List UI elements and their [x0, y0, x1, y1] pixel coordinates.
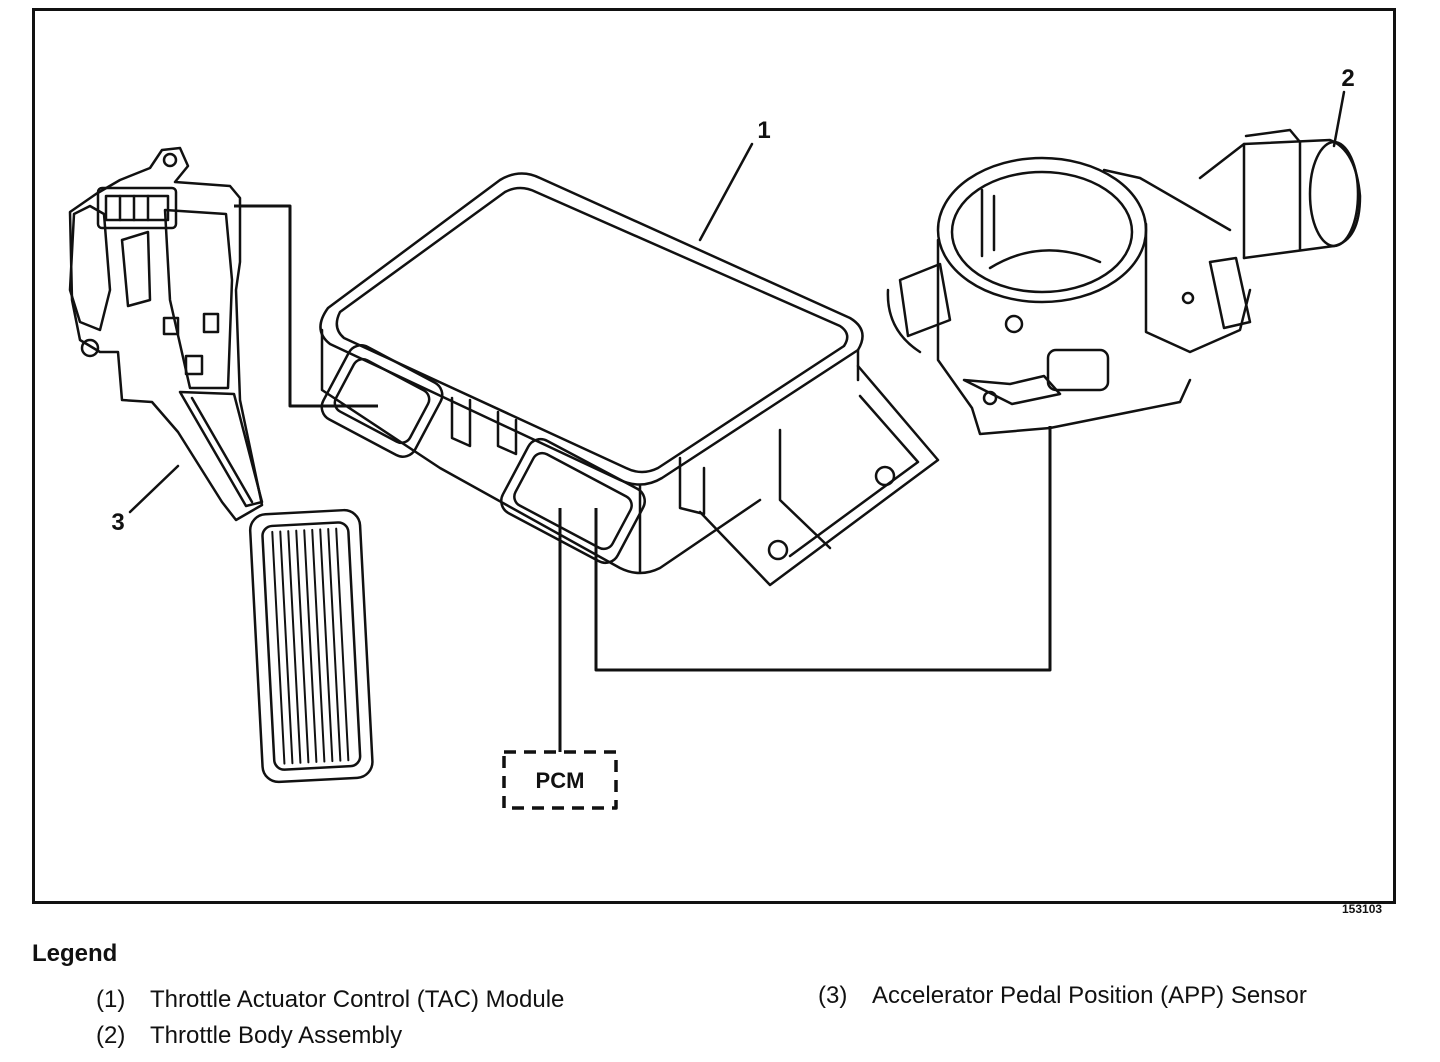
pedal-pad [248, 508, 374, 784]
callout-3: 3 [111, 509, 124, 536]
callout-2: 2 [1341, 65, 1354, 92]
legend-item-text: Throttle Body Assembly [150, 1022, 403, 1049]
module-connector-left [320, 344, 444, 458]
wire-module-to-throttle-body [594, 426, 1052, 672]
tac-module-illustration [319, 172, 940, 587]
diagram-frame [32, 8, 1396, 904]
callout-1: 1 [757, 117, 770, 144]
legend-item-3: (3) Accelerator Pedal Position (APP) Sens… [818, 982, 1307, 1010]
legend-item-text: Throttle Actuator Control (TAC) Module [150, 986, 565, 1013]
accelerator-pedal-illustration [68, 146, 374, 784]
leader-2 [1332, 90, 1346, 148]
figure-number: 153103 [1342, 902, 1383, 916]
module-connector-right [500, 437, 646, 565]
wire-pedal-to-module [234, 204, 378, 408]
callout-leaders [128, 90, 1346, 514]
legend-item-text: Accelerator Pedal Position (APP) Sensor [872, 982, 1307, 1009]
throttle-body-illustration [886, 128, 1362, 436]
pcm-box [502, 750, 618, 810]
leader-1 [698, 142, 754, 242]
legend-item-1: (1) Throttle Actuator Control (TAC) Modul… [96, 986, 564, 1014]
pcm-label: PCM [536, 768, 585, 793]
legend-title: Legend [32, 940, 118, 967]
wiring-lines [234, 204, 1052, 752]
legend-item-number: (2) [96, 1022, 126, 1049]
tac-system-diagram: 1 2 3 PCM [68, 65, 1362, 810]
legend-item-number: (3) [818, 982, 848, 1009]
legend-item-number: (1) [96, 986, 126, 1013]
legend-item-2: (2) Throttle Body Assembly [96, 1022, 402, 1050]
leader-3 [128, 464, 180, 514]
